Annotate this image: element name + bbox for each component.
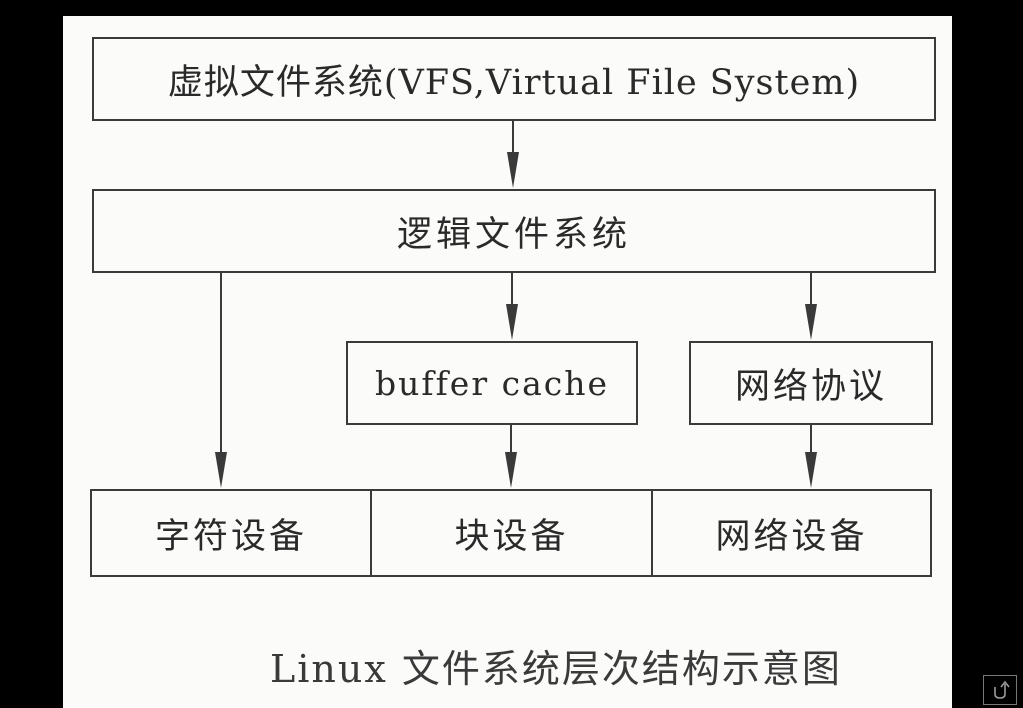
paper-sheet	[63, 16, 952, 708]
return-arrow-icon[interactable]	[983, 675, 1017, 705]
vfs-label: 虚拟文件系统(VFS,Virtual File System)	[167, 62, 861, 103]
vfs-box: 虚拟文件系统(VFS,Virtual File System)	[92, 37, 936, 121]
network-protocol-box: 网络协议	[689, 341, 933, 425]
device-row: 字符设备 块设备 网络设备	[90, 489, 932, 577]
block-device-label: 块设备	[454, 516, 569, 557]
network-device-box: 网络设备	[653, 491, 930, 575]
block-device-box: 块设备	[372, 491, 653, 575]
network-device-label: 网络设备	[715, 516, 868, 557]
buffer-cache-label: buffer cache	[374, 363, 610, 403]
figure-caption: Linux 文件系统层次结构示意图	[270, 647, 842, 691]
logical-fs-box: 逻辑文件系统	[92, 189, 936, 273]
char-device-box: 字符设备	[92, 491, 372, 575]
logical-fs-label: 逻辑文件系统	[396, 214, 631, 255]
buffer-cache-box: buffer cache	[346, 341, 638, 425]
network-protocol-label: 网络协议	[734, 366, 887, 407]
char-device-label: 字符设备	[154, 516, 307, 557]
